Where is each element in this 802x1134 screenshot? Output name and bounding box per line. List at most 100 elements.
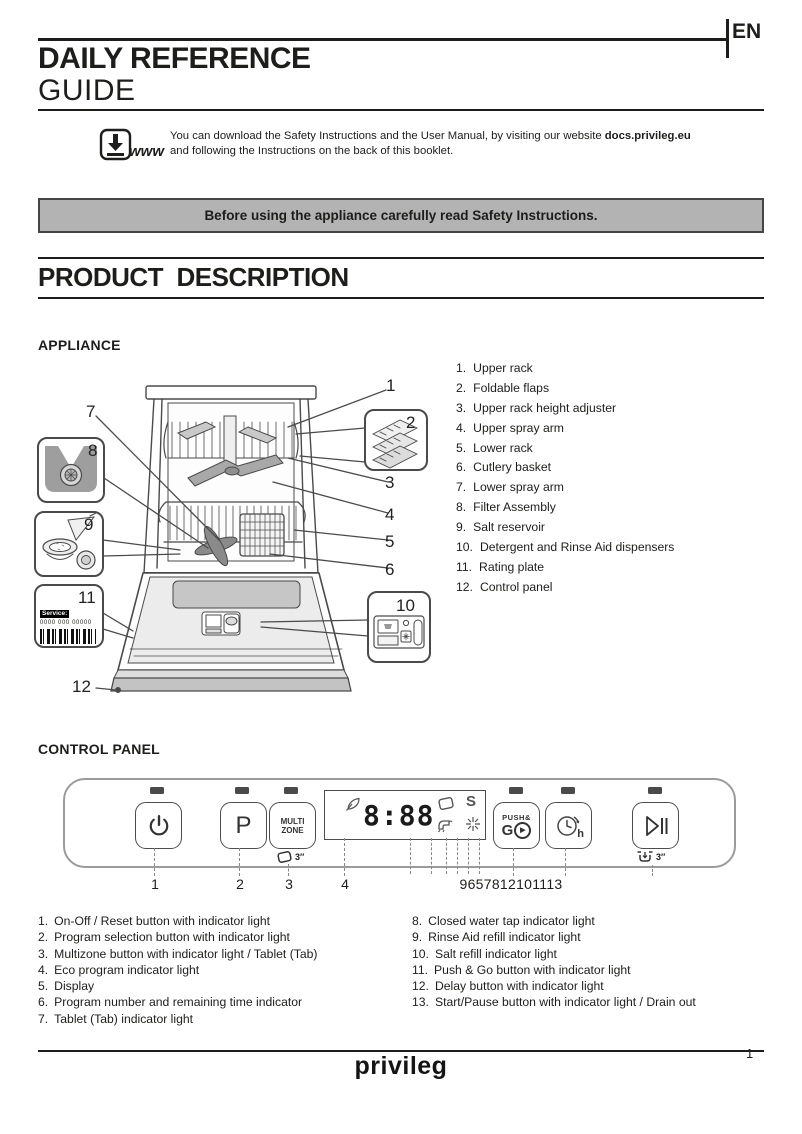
multizone-label-line1: MULTI xyxy=(280,816,305,826)
cp-number-cluster: 9657812101113 xyxy=(459,876,563,892)
part-item: 1.Upper rack xyxy=(456,361,533,375)
header-rule-bottom xyxy=(38,109,764,111)
multizone-button[interactable]: MULTI ZONE xyxy=(269,802,316,849)
footer-rule xyxy=(38,1050,764,1052)
delay-clock-icon xyxy=(556,815,579,836)
dash-line xyxy=(652,865,653,876)
cp-number-4: 4 xyxy=(341,876,349,892)
tablet-icon xyxy=(277,851,292,863)
download-note: You can download the Safety Instructions… xyxy=(170,129,760,159)
legend-right: 8.Closed water tap indicator light 9.Rin… xyxy=(412,914,794,1012)
download-icon: www xyxy=(99,127,165,163)
section-rule-top xyxy=(38,257,764,259)
part-item: 3.Upper rack height adjuster xyxy=(456,400,617,415)
part-item: 6.Cutlery basket xyxy=(456,460,552,475)
drain-hold-icon: 3″ xyxy=(636,850,665,863)
play-icon: ▶ xyxy=(520,827,526,834)
control-panel-title: CONTROL PANEL xyxy=(38,741,160,757)
program-button-label: P xyxy=(235,811,252,839)
header-rule-top xyxy=(38,38,726,41)
push-go-label-g: G xyxy=(501,821,514,839)
page-title-line2: GUIDE xyxy=(38,74,136,107)
www-label: www xyxy=(129,143,165,160)
dash-line xyxy=(288,864,289,876)
legend-left: 1.On-Off / Reset button with indicator l… xyxy=(38,914,410,1028)
go-circle: ▶ xyxy=(514,821,532,839)
dash-line xyxy=(457,838,458,874)
cp-number-3: 3 xyxy=(285,876,293,892)
delay-indicator-light xyxy=(561,787,575,794)
callout-10: 10 xyxy=(396,596,415,615)
language-code: EN xyxy=(732,20,762,43)
download-site: docs.privileg.eu xyxy=(604,130,691,142)
part-item: 7.Lower spray arm xyxy=(456,480,564,495)
legend-item: 10.Salt refill indicator light xyxy=(412,946,557,961)
callout-5: 5 xyxy=(385,532,395,551)
detergent-dispenser xyxy=(201,611,241,636)
legend-item: 5.Display xyxy=(38,979,95,994)
onoff-button[interactable] xyxy=(135,802,182,849)
legend-item: 2.Program selection button with indicato… xyxy=(38,930,290,945)
control-panel-graphic: P MULTI ZONE 8:88 S xyxy=(63,778,736,868)
legend-item: 3.Multizone button with indicator light … xyxy=(38,946,318,961)
water-tap-icon xyxy=(438,820,453,833)
callout-9: 9 xyxy=(84,515,94,534)
part-item: 8.Filter Assembly xyxy=(456,500,556,515)
dash-line xyxy=(513,848,514,876)
push-go-button[interactable]: PUSH& G ▶ xyxy=(493,802,540,849)
callout-8: 8 xyxy=(88,441,98,460)
base-plinth xyxy=(110,677,352,692)
part-item: 12.Control panel xyxy=(456,579,553,594)
legend-item: 7.Tablet (Tab) indicator light xyxy=(38,1011,194,1026)
tablet-indicator-icon xyxy=(438,797,454,810)
down-arrow-icon xyxy=(108,134,123,151)
part-item: 9.Salt reservoir xyxy=(456,520,545,535)
power-icon xyxy=(149,814,168,835)
download-note-line2: and following the Instructions on the ba… xyxy=(170,145,454,157)
start-pause-button[interactable] xyxy=(632,802,679,849)
dash-line xyxy=(431,838,432,874)
play-pause-icon xyxy=(645,815,667,836)
callout-6: 6 xyxy=(385,560,395,579)
delay-button[interactable]: h xyxy=(545,802,592,849)
part-item: 5.Lower rack xyxy=(456,440,533,455)
eco-leaf-icon xyxy=(346,797,360,811)
drain-hold-label: 3″ xyxy=(656,851,666,862)
part-item: 4.Upper spray arm xyxy=(456,420,564,435)
section-title: PRODUCT DESCRIPTION xyxy=(38,262,349,292)
cp-number-1: 1 xyxy=(151,876,159,892)
appliance-parts-list: 1.Upper rack 2.Foldable flaps 3.Upper ra… xyxy=(456,361,796,600)
dash-line xyxy=(154,848,155,876)
callout-3: 3 xyxy=(385,473,395,492)
part-item: 2.Foldable flaps xyxy=(456,380,550,395)
leader-lines xyxy=(95,389,389,691)
push-go-label-line1: PUSH& xyxy=(502,812,531,822)
callout-12: 12 xyxy=(72,677,91,696)
appliance-diagram xyxy=(34,385,431,694)
inset-dispensers xyxy=(367,591,431,663)
callout-11: 11 xyxy=(78,588,96,607)
legend-item: 12.Delay button with indicator light xyxy=(412,979,604,994)
display: 8:88 S xyxy=(324,790,486,840)
program-button[interactable]: P xyxy=(220,802,267,849)
part-item: 10.Detergent and Rinse Aid dispensers xyxy=(456,540,675,555)
page-number: 1 xyxy=(746,1046,754,1061)
pushgo-indicator-light xyxy=(509,787,523,794)
dash-line xyxy=(479,838,480,874)
rating-plate-service-label: Service: xyxy=(40,610,70,618)
legend-item: 9.Rinse Aid refill indicator light xyxy=(412,930,581,945)
inset-filter-assembly xyxy=(37,437,105,503)
rinse-aid-icon xyxy=(466,817,480,831)
dash-line xyxy=(344,838,345,876)
tablet-hold-label: 3″ xyxy=(295,852,305,862)
cp-number-2: 2 xyxy=(236,876,244,892)
callout-7: 7 xyxy=(86,402,96,421)
right-flap xyxy=(237,426,278,444)
callout-1: 1 xyxy=(386,376,396,395)
drain-icon xyxy=(637,851,653,862)
dash-line xyxy=(239,848,240,876)
safety-banner: Before using the appliance carefully rea… xyxy=(38,198,764,233)
part-item: 11.Rating plate xyxy=(456,559,545,574)
dash-line xyxy=(446,838,447,874)
dash-line xyxy=(565,848,566,876)
